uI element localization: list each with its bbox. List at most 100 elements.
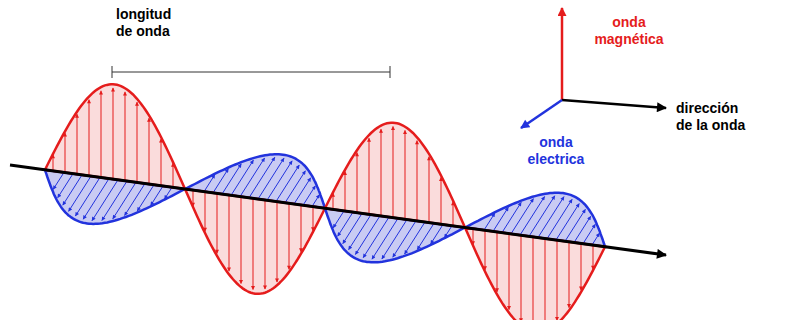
magnetic-vector (193, 190, 194, 206)
electric-vector (75, 177, 100, 216)
electric-vector (583, 224, 595, 243)
electric-vector (63, 175, 82, 205)
electric-vector (92, 180, 118, 221)
electric-vector (343, 213, 362, 243)
magnetic-vector (161, 139, 162, 186)
magnetic-lobe (465, 228, 605, 320)
magnetic-vector (289, 203, 290, 269)
electric-vector (303, 186, 315, 205)
electric-vector (312, 195, 320, 207)
magnetic-vector (137, 102, 138, 182)
electric-vector (502, 202, 521, 232)
magnetic-vector (205, 192, 206, 232)
magnetic-vector (345, 172, 346, 212)
magnetic-vector (533, 237, 534, 320)
electric-vector (231, 160, 253, 195)
electric-vector (529, 196, 555, 237)
wavelength-bracket (112, 66, 390, 78)
magnetic-vector (53, 155, 54, 171)
magnetic-vector (545, 239, 546, 320)
electric-vector (249, 157, 275, 198)
electric-vector (493, 207, 508, 231)
electric-vector (520, 197, 545, 236)
magnetic-vector (521, 235, 522, 320)
electric-vector (213, 169, 228, 193)
magnetic-vector (277, 202, 278, 282)
electric-vector (574, 216, 591, 242)
electric-vector (222, 164, 241, 194)
direction-axis-arrow (562, 100, 666, 108)
electric-vector (547, 199, 572, 239)
electric-vector (240, 158, 265, 197)
electric-vector (113, 182, 136, 219)
wave-group (10, 84, 666, 320)
magnetic-vector (581, 244, 582, 291)
electric-vector (294, 178, 311, 204)
magnetic-vector (357, 153, 358, 213)
electric-vector (267, 161, 292, 200)
magnetic-vector (125, 92, 126, 181)
magnetic-vector (417, 141, 418, 221)
magnetic-vector (241, 197, 242, 284)
electric-vector (276, 165, 299, 201)
electric-vector (285, 171, 305, 203)
magnetic-vector (101, 91, 102, 178)
electric-vector (69, 176, 91, 211)
magnetic-vector (509, 234, 510, 310)
electric-vector (333, 211, 344, 228)
magnetic-vector (217, 193, 218, 253)
electric-vector (204, 175, 215, 192)
electric-vector (151, 186, 163, 205)
magnetic-vector (393, 127, 394, 218)
electric-vector (349, 215, 371, 250)
magnetic-vector (265, 200, 266, 289)
electric-vector (556, 204, 579, 240)
wavelength-label: longitud de onda (116, 6, 182, 40)
electric-vector (445, 226, 453, 238)
magnetic-lobe-outline (465, 228, 605, 320)
magnetic-vector (593, 245, 594, 269)
electric-vector (382, 220, 407, 260)
electric-vector (58, 174, 73, 198)
magnetic-axis-arrow (561, 8, 564, 100)
magnetic-vector (405, 130, 406, 219)
electric-vector (102, 181, 127, 220)
electric-vector (338, 212, 353, 236)
electric-vector (538, 197, 564, 238)
electric-label: onda electrica (520, 134, 592, 168)
magnetic-vector (557, 240, 558, 320)
electric-vector (83, 179, 109, 220)
magnetic-vector (301, 205, 302, 252)
electric-vector (511, 199, 533, 234)
electric-vector (363, 217, 389, 258)
magnetic-vector (149, 118, 150, 184)
magnetic-vector (569, 242, 570, 308)
electric-vector (137, 185, 154, 211)
magnetic-vector (229, 195, 230, 271)
electric-axis-arrow (521, 100, 562, 128)
direction-label: dirección de la onda (676, 100, 756, 134)
magnetic-vector (441, 177, 442, 224)
magnetic-vector (77, 114, 78, 174)
propagation-axis (10, 165, 666, 255)
electric-vector (125, 184, 145, 216)
magnetic-vector (429, 157, 430, 223)
magnetic-label: onda magnética (588, 14, 670, 48)
magnetic-vector (381, 129, 382, 216)
magnetic-vector (473, 229, 474, 245)
electric-vector (393, 221, 416, 257)
electric-vector (484, 213, 495, 230)
electric-vector (258, 158, 284, 199)
magnetic-vector (485, 230, 486, 269)
magnetic-vector (89, 100, 90, 176)
electric-vector (355, 216, 380, 255)
magnetic-vector (313, 207, 314, 231)
magnetic-vector (173, 163, 174, 187)
electric-vector (405, 222, 425, 254)
magnetic-vector (369, 138, 370, 214)
electric-vector (53, 172, 64, 189)
electric-vector (417, 223, 434, 249)
magnetic-vector (253, 198, 254, 289)
